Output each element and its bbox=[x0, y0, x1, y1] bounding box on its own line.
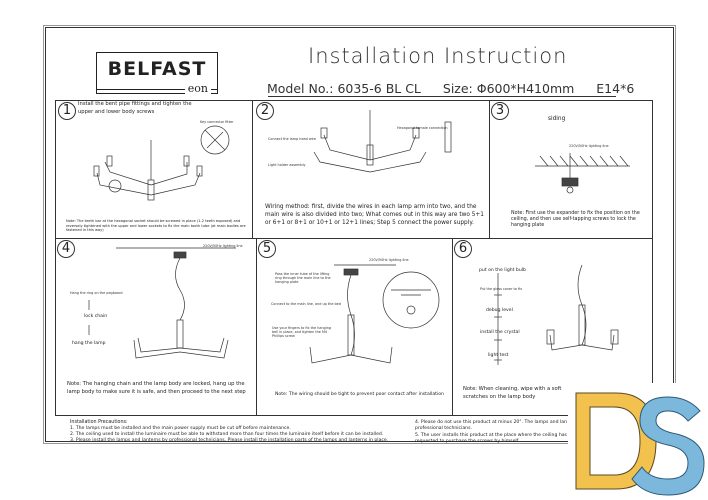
precautions-heading: Installation Precautions: bbox=[70, 420, 128, 425]
step-3-diagram bbox=[535, 153, 630, 194]
ds-logo bbox=[568, 383, 708, 500]
step-4-number: 4 bbox=[57, 240, 75, 258]
model-bulb: E14*6 bbox=[596, 81, 635, 96]
step-6-label-glass: Put the glass cover to fix bbox=[480, 287, 523, 291]
precaution-2: 2. The ceiling used to install the lumin… bbox=[70, 432, 384, 437]
step-2-number: 2 bbox=[256, 102, 274, 120]
step-4-diagram bbox=[88, 247, 236, 359]
grid-divider-1 bbox=[252, 100, 253, 238]
grid-divider-2 bbox=[489, 100, 490, 238]
grid-divider-4 bbox=[452, 238, 453, 415]
step-4-label-ring: Hang the ring on the pegboard bbox=[70, 291, 123, 295]
page-title: Installation Instruction bbox=[308, 44, 568, 68]
grid-divider-3 bbox=[256, 238, 257, 415]
step-1-number: 1 bbox=[58, 102, 76, 120]
grid-top-line bbox=[55, 100, 652, 101]
step-4-label-hang: hang the lamp bbox=[72, 341, 106, 346]
step-2-label-lamp-head: Connect the lamp head wire bbox=[268, 137, 316, 141]
model-underline bbox=[268, 96, 616, 97]
step-6-label-bulb: put on the light bulb bbox=[479, 268, 526, 273]
grid-right-line bbox=[652, 100, 653, 415]
brand-logo: BELFAST eon bbox=[96, 52, 218, 95]
step-3-text: Note: First use the expander to fix the … bbox=[511, 211, 640, 229]
step-6-number: 6 bbox=[454, 240, 472, 258]
step-2-label-hex: Hexagonal female connection bbox=[397, 126, 448, 130]
step-5-number: 5 bbox=[258, 240, 276, 258]
brand-sub: eon bbox=[184, 82, 211, 95]
model-info: Model No.: 6035-6 BL CL Size: Φ600*H410m… bbox=[267, 81, 652, 96]
precaution-5: 5. The user installs this product at the… bbox=[415, 433, 567, 444]
step-2-text: Wiring method: first, divide the wires i… bbox=[265, 204, 484, 226]
step-3-label-siding: siding bbox=[548, 116, 566, 122]
precaution-4: 4. Please do not use this product at min… bbox=[415, 420, 575, 431]
step-5-diagram bbox=[309, 264, 440, 364]
step-2-label-holder: Light holder assembly bbox=[268, 163, 306, 167]
precaution-1: 1. The lamps must be installed and the m… bbox=[70, 426, 291, 431]
step-6-label-debug: debug level bbox=[486, 308, 513, 313]
sheet-outer-border bbox=[43, 25, 676, 444]
step-1-label-key: Key connector fitter bbox=[200, 120, 234, 124]
step-6-diagram bbox=[494, 264, 619, 365]
step-4-text: Note: The hanging chain and the lamp bod… bbox=[67, 381, 246, 395]
precaution-3: 3. Please install the lamps and lanterns… bbox=[70, 438, 389, 443]
step-3-label-line: 220V/50Hz lighting line bbox=[569, 144, 609, 148]
step-5-text: Note: The wiring should be tight to prev… bbox=[275, 392, 444, 397]
brand-name: BELFAST bbox=[107, 58, 207, 80]
step-1-diagram bbox=[93, 125, 230, 201]
step-2-diagram bbox=[313, 110, 452, 173]
step-4-label-chain: lock chain bbox=[84, 314, 108, 319]
grid-middle-line bbox=[55, 238, 652, 239]
step-5-label-connect: Connect to the main line, and up the bed bbox=[271, 302, 341, 306]
step-1-text: Install the bent pipe fittings and tight… bbox=[78, 101, 192, 115]
step-5-label-fingers: Use your fingers to fix the hanging bell… bbox=[272, 326, 331, 338]
step-5-label-tube: Pass the inner tube of the lifting ring … bbox=[275, 272, 331, 284]
step-5-label-line: 220V/50Hz lighting line bbox=[369, 258, 409, 262]
step-6-text: Note: When cleaning, wipe with a soft sc… bbox=[463, 386, 562, 400]
logo-underline bbox=[97, 89, 217, 90]
step-1-note: Note: The teeth bar at the hexagonal soc… bbox=[66, 219, 246, 232]
step-6-label-crystal: install the crystal bbox=[480, 330, 520, 335]
grid-left-line bbox=[55, 100, 56, 415]
model-size: Size: Φ600*H410mm bbox=[442, 81, 575, 96]
step-3-number: 3 bbox=[491, 102, 509, 120]
model-number: Model No.: 6035-6 BL CL bbox=[267, 81, 421, 96]
step-4-label-line: 220V/50Hz lighting line bbox=[203, 244, 243, 248]
grid-bottom-line bbox=[55, 415, 652, 416]
